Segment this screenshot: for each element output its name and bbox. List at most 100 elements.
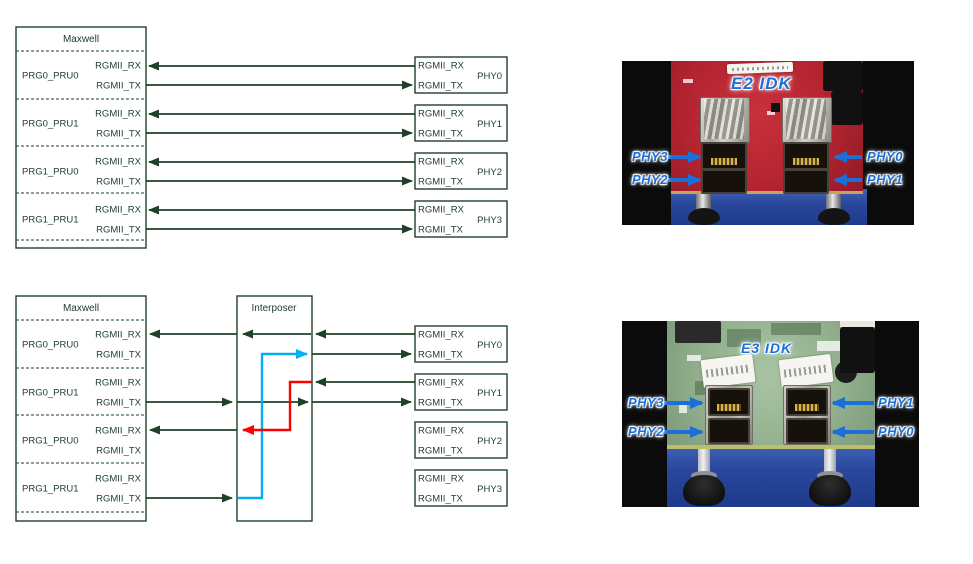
wire-cyan-crossover [238,349,308,500]
e3-port-phy3 [708,388,750,416]
row-prg0-pru1-rx-b: RGMII_RX [95,378,142,389]
maxwell-rows-top: PRG0_PRU0 RGMII_RX RGMII_TX PRG0_PRU1 RG… [22,61,142,236]
phy1-rx-top: RGMII_RX [418,109,465,120]
e2-label-phy3: PHY3 [632,149,668,164]
phy3-name-top: PHY3 [477,215,502,226]
maxwell-rows-bottom: PRG0_PRU0 RGMII_RX RGMII_TX PRG0_PRU1 RG… [22,330,142,505]
phy2-box-top [414,152,508,190]
phy0-rx-bottom: RGMII_RX [418,330,465,341]
row-prg0-pru1-label-b: PRG0_PRU1 [22,388,79,399]
phy0-box-bottom [414,325,508,363]
row-prg1-pru0-label: PRG1_PRU0 [22,167,79,178]
row-prg0-pru0-rx-b: RGMII_RX [95,330,142,341]
maxwell-title-top: Maxwell [63,34,99,45]
phy1-tx-bottom: RGMII_TX [418,398,464,409]
top-diagram: Maxwell PRG0_PRU0 RGMII_RX RGMII_TX PRG0… [15,26,508,249]
phy3-tx-bottom: RGMII_TX [418,494,464,505]
phy2-rx-top: RGMII_RX [418,157,465,168]
interposer-box [236,295,313,522]
maxwell-section-dividers-bottom [16,319,146,513]
phy0-rx-top: RGMII_RX [418,61,465,72]
e3-port-phy2 [708,418,750,444]
phy3-box-top [414,200,508,238]
phy-boxes-bottom: RGMII_RX RGMII_TX PHY0 RGMII_RX RGMII_TX… [414,325,508,507]
phy0-name-top: PHY0 [477,71,502,82]
e3-idk-photo: E3 IDK PHY3 PHY2 PHY1 PHY0 [622,321,919,507]
e3-label-phy2: PHY2 [628,424,664,439]
row-prg0-pru1-tx-b: RGMII_TX [96,398,142,409]
maxwell-title-bottom: Maxwell [63,303,99,314]
row-prg0-pru0-label-b: PRG0_PRU0 [22,340,79,351]
e3-label-phy3: PHY3 [628,395,664,410]
row-prg1-pru1-tx-b: RGMII_TX [96,494,142,505]
e3-label-phy1: PHY1 [878,395,914,410]
e2-port-phy1 [783,169,829,194]
phy0-tx-bottom: RGMII_TX [418,350,464,361]
phy3-box-bottom [414,469,508,507]
rgmii-diagrams: Maxwell PRG0_PRU0 RGMII_RX RGMII_TX PRG0… [15,26,508,522]
row-prg1-pru0-tx: RGMII_TX [96,177,142,188]
row-prg1-pru0-tx-b: RGMII_TX [96,446,142,457]
phy3-name-bottom: PHY3 [477,484,502,495]
phy1-name-top: PHY1 [477,119,502,130]
row-prg1-pru1-rx: RGMII_RX [95,205,142,216]
e2-port-phy0 [783,142,829,170]
maxwell-box-bottom [15,295,147,522]
maxwell-box-top [15,26,147,249]
e2-connector-black-1 [823,61,863,91]
e2-label-phy2: PHY2 [632,172,668,187]
phy2-name-bottom: PHY2 [477,436,502,447]
row-prg1-pru1-label-b: PRG1_PRU1 [22,484,79,495]
e2-label-phy0: PHY0 [867,149,903,164]
e2-port-phy2 [701,169,747,194]
phy1-box-bottom [414,373,508,411]
row-prg1-pru0-rx: RGMII_RX [95,157,142,168]
e3-port-phy0 [786,418,828,444]
row-prg0-pru0-label: PRG0_PRU0 [22,71,79,82]
phy1-box-top [414,104,508,142]
phy0-name-bottom: PHY0 [477,340,502,351]
wires-top [146,61,415,234]
maxwell-section-dividers-top [16,50,146,241]
row-prg1-pru0-label-b: PRG1_PRU0 [22,436,79,447]
phy2-rx-bottom: RGMII_RX [418,426,465,437]
e2-idk-photo: E2 IDK PHY3 PHY2 PHY0 PHY1 [622,61,914,225]
row-prg0-pru0-tx: RGMII_TX [96,81,142,92]
interposer-title: Interposer [251,303,297,314]
phy0-tx-top: RGMII_TX [418,81,464,92]
e3-port-arrows [660,397,874,438]
wires-bottom-green [146,329,415,503]
row-prg0-pru1-tx: RGMII_TX [96,129,142,140]
row-prg0-pru1-label: PRG0_PRU1 [22,119,79,130]
row-prg1-pru1-rx-b: RGMII_RX [95,474,142,485]
e2-port-arrows [667,151,862,186]
phy-boxes-top: RGMII_RX RGMII_TX PHY0 RGMII_RX RGMII_TX… [414,56,508,238]
e2-connector-black-2 [831,91,863,125]
phy3-rx-bottom: RGMII_RX [418,474,465,485]
phy2-tx-top: RGMII_TX [418,177,464,188]
e3-rubber-foot-right [809,475,851,506]
phy2-box-bottom [414,421,508,459]
wire-red-crossover [242,380,312,435]
phy3-rx-top: RGMII_RX [418,205,465,216]
phy0-box-top [414,56,508,94]
e2-standoff-cap-right [818,208,850,225]
row-prg0-pru0-tx-b: RGMII_TX [96,350,142,361]
phy1-tx-top: RGMII_TX [418,129,464,140]
row-prg1-pru0-rx-b: RGMII_RX [95,426,142,437]
e3-component-dark-1 [675,321,721,343]
row-prg1-pru1-label: PRG1_PRU1 [22,215,79,226]
e2-standoff-cap-left [688,208,720,225]
row-prg0-pru1-rx: RGMII_RX [95,109,142,120]
e3-rubber-foot-left [683,475,725,506]
row-prg0-pru0-rx: RGMII_RX [95,61,142,72]
phy3-tx-top: RGMII_TX [418,225,464,236]
phy2-name-top: PHY2 [477,167,502,178]
e3-board-title: E3 IDK [741,340,793,356]
phy1-name-bottom: PHY1 [477,388,502,399]
phy2-tx-bottom: RGMII_TX [418,446,464,457]
e2-label-phy1: PHY1 [867,172,903,187]
phy1-rx-bottom: RGMII_RX [418,378,465,389]
e2-board-title: E2 IDK [731,74,792,93]
